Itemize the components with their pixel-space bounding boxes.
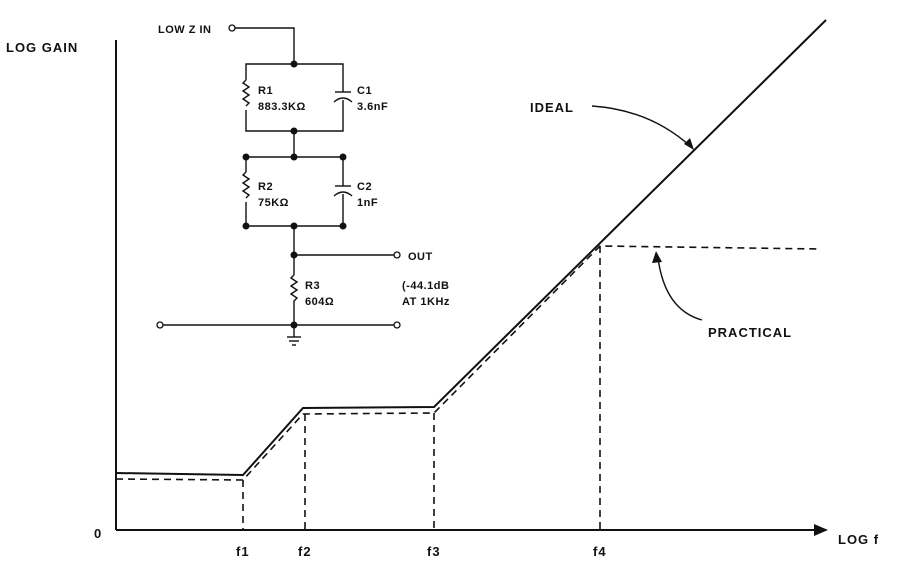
ground-terminal-right — [393, 321, 401, 329]
output-label: OUT — [408, 251, 433, 263]
practical-callout-arrow — [657, 257, 703, 321]
r1-resistor-icon — [241, 79, 251, 107]
r3-resistor-icon — [289, 274, 299, 325]
x-axis-arrow-icon — [814, 524, 828, 536]
c2-name: C2 — [357, 181, 372, 193]
output-terminal — [393, 251, 401, 259]
c2-value: 1nF — [357, 197, 378, 209]
r3-name: R3 — [305, 280, 320, 292]
c1-value: 3.6nF — [357, 101, 388, 113]
ideal-curve — [115, 19, 827, 477]
f3-label: f3 — [427, 544, 441, 559]
ground-terminal-left — [156, 321, 164, 329]
r2-name: R2 — [258, 181, 273, 193]
ideal-callout-arrow — [591, 105, 691, 147]
x-axis-label: LOG f — [838, 532, 879, 547]
input-terminal — [228, 24, 236, 32]
origin-label: 0 — [94, 526, 102, 541]
attenuation-label: (-44.1dB — [402, 280, 449, 292]
r1-name: R1 — [258, 85, 273, 97]
ground-icon — [287, 325, 301, 346]
f4-label: f4 — [593, 544, 607, 559]
attenuation-freq-label: AT 1KHz — [402, 296, 450, 308]
r2-resistor-icon — [241, 171, 251, 199]
r2-value: 75KΩ — [258, 197, 289, 209]
practical-curve — [115, 245, 821, 481]
practical-label: PRACTICAL — [708, 325, 792, 340]
c1-name: C1 — [357, 85, 372, 97]
r1-value: 883.3KΩ — [258, 101, 306, 113]
circuit-schematic: LOW Z IN R1 883.3KΩ C1 3.6nF R2 75KΩ C2 … — [156, 24, 450, 346]
r3-value: 604Ω — [305, 296, 334, 308]
practical-arrowhead-icon — [652, 251, 662, 263]
f2-label: f2 — [298, 544, 312, 559]
ideal-arrowhead-icon — [684, 138, 694, 150]
input-label: LOW Z IN — [158, 24, 212, 36]
f1-label: f1 — [236, 544, 250, 559]
ideal-label: IDEAL — [530, 100, 574, 115]
y-axis-label: LOG GAIN — [6, 40, 78, 55]
axes — [115, 40, 828, 536]
junction-dots — [242, 60, 347, 329]
